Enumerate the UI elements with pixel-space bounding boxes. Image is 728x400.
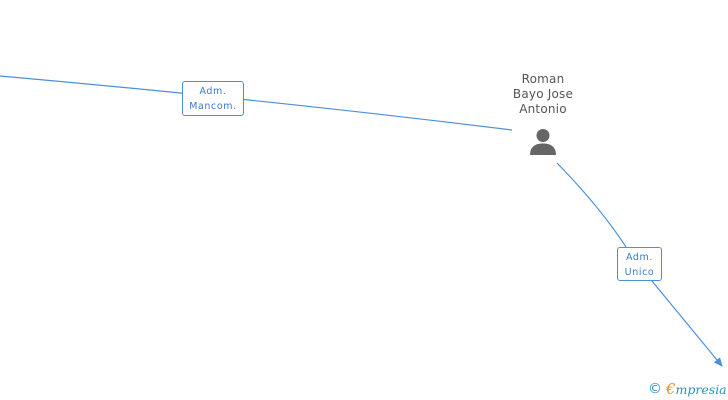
brand-logo: €mpresia <box>666 380 727 398</box>
edge-label-adm-unico[interactable]: Adm. Unico <box>617 247 662 281</box>
edge-label-line: Adm. <box>625 252 654 263</box>
person-name-line: Bayo Jose <box>512 87 574 101</box>
person-icon <box>530 129 556 155</box>
person-name-line: Roman <box>521 72 565 86</box>
edge-adm-mancom[interactable] <box>0 75 513 131</box>
person-node-roman-bayo-jose-antonio[interactable]: Roman Bayo Jose Antonio <box>493 72 593 157</box>
person-name-line: Antonio <box>519 102 567 116</box>
edge-label-line: Mancom. <box>189 101 237 112</box>
edge-label-line: Unico <box>624 267 655 278</box>
copyright-icon: © <box>648 381 662 397</box>
edge-label-adm-mancom[interactable]: Adm. Mancom. <box>182 81 244 116</box>
brand-initial: € <box>666 380 676 398</box>
empresia-watermark: © €mpresia <box>648 378 727 400</box>
edge-label-line: Adm. <box>199 86 227 97</box>
person-name: Roman Bayo Jose Antonio <box>493 72 593 117</box>
brand-name-rest: mpresia <box>675 382 727 397</box>
